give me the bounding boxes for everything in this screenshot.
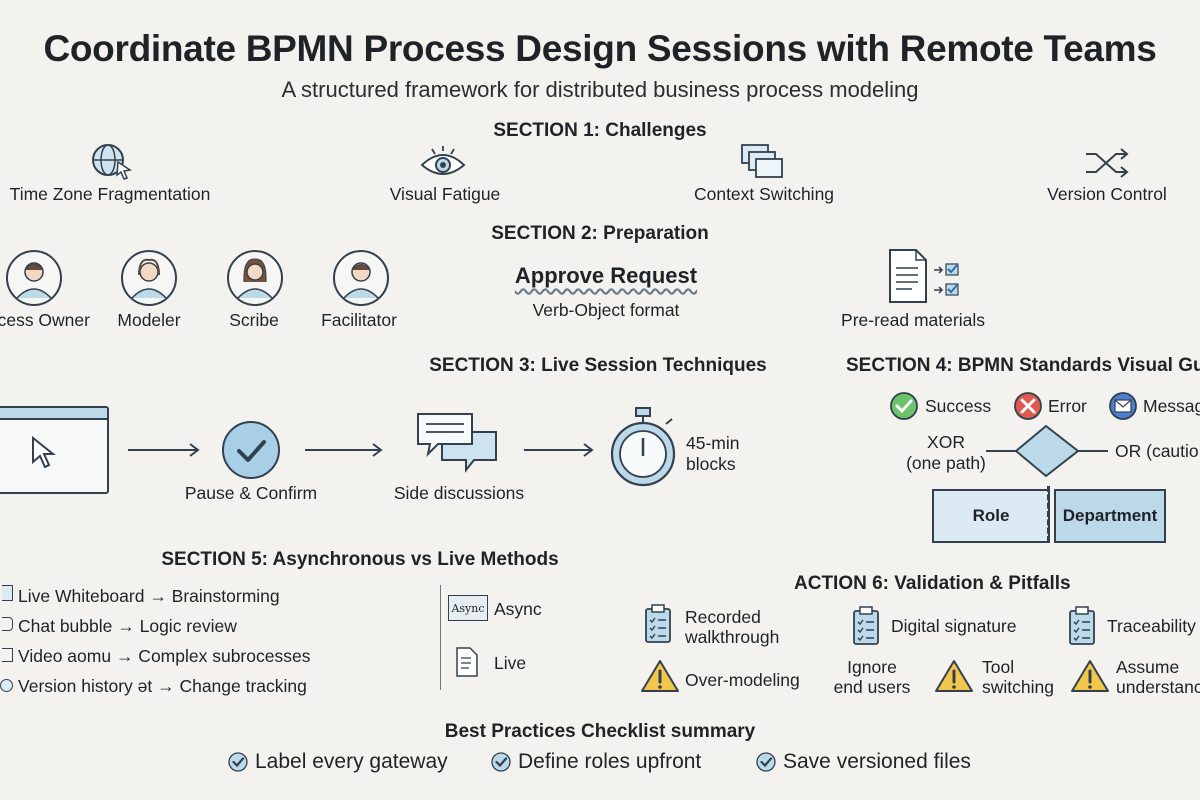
check-badge-icon bbox=[756, 752, 776, 772]
shared-screen-window bbox=[0, 406, 109, 494]
history-icon bbox=[0, 679, 13, 692]
clipboard-checklist-icon bbox=[1069, 606, 1095, 645]
lane-divider bbox=[1047, 486, 1050, 542]
clipboard-checklist-icon bbox=[645, 604, 671, 643]
pitfall-line: end users bbox=[833, 677, 911, 697]
role-label: Scribe bbox=[229, 310, 279, 330]
checklist-item: Save versioned files bbox=[783, 750, 971, 773]
section4-heading: SECTION 4: BPMN Standards Visual Gu bbox=[846, 355, 1200, 376]
role-label: rocess Owner bbox=[0, 310, 90, 330]
gateway-diamond-icon bbox=[986, 424, 1108, 478]
check-circle-icon bbox=[222, 421, 280, 479]
pitfall-line: Tool bbox=[982, 657, 1015, 677]
vertical-divider bbox=[440, 585, 441, 690]
arrow-right-icon bbox=[305, 443, 383, 457]
swimlane-role: Role bbox=[932, 489, 1050, 543]
message-event-icon bbox=[1109, 392, 1137, 420]
section2-heading: SECTION 2: Preparation bbox=[491, 223, 709, 244]
timer-label: 45-min blocks bbox=[686, 433, 740, 475]
role-label: Modeler bbox=[117, 310, 181, 330]
swimlane-role-label: Role bbox=[972, 506, 1010, 525]
page-subtitle: A structured framework for distributed b… bbox=[281, 77, 919, 102]
timer-label-line: blocks bbox=[686, 454, 736, 474]
method-item: Chat bubble → Logic review bbox=[18, 616, 237, 636]
validation-item: Digital signature bbox=[891, 616, 1017, 636]
challenge-label: Visual Fatigue bbox=[389, 184, 501, 204]
swimlane-department: Department bbox=[1054, 489, 1166, 543]
chat-icon bbox=[2, 617, 13, 631]
xor-gateway-label: XOR (one path) bbox=[906, 432, 986, 474]
async-icon: Async bbox=[448, 595, 488, 621]
naming-note: Verb-Object format bbox=[532, 300, 680, 320]
video-icon bbox=[2, 648, 13, 662]
technique-label: Side discussions bbox=[393, 483, 525, 503]
person-avatar-icon bbox=[227, 250, 283, 306]
naming-example: Approve Request bbox=[514, 263, 698, 288]
technique-label: Pause & Confirm bbox=[184, 483, 318, 503]
validation-item: Recorded walkthrough bbox=[685, 607, 779, 647]
warning-icon bbox=[935, 660, 973, 692]
person-avatar-icon bbox=[6, 250, 62, 306]
cursor-icon bbox=[32, 435, 56, 469]
check-badge-icon bbox=[491, 752, 511, 772]
person-avatar-icon bbox=[333, 250, 389, 306]
challenge-label: Context Switching bbox=[693, 184, 835, 204]
event-label: Error bbox=[1048, 396, 1087, 416]
pitfall-item: Over-modeling bbox=[685, 670, 800, 690]
globe-cursor-icon bbox=[92, 144, 132, 180]
pitfall-item: Ignore end users bbox=[834, 657, 911, 697]
pitfall-line: Assume bbox=[1116, 657, 1180, 677]
role-label: Facilitator bbox=[321, 310, 397, 330]
person-avatar-icon bbox=[121, 250, 177, 306]
tired-eye-icon bbox=[420, 146, 466, 175]
validation-line: walkthrough bbox=[685, 627, 780, 647]
event-label: Success bbox=[925, 396, 992, 416]
document-icon bbox=[456, 647, 478, 677]
pitfall-item: Tool switching bbox=[982, 657, 1054, 697]
section5-heading: SECTION 5: Asynchronous vs Live Methods bbox=[161, 549, 559, 570]
method-item: Live Whiteboard → Brainstorming bbox=[18, 586, 280, 606]
timer-label-line: 45-min bbox=[686, 433, 740, 453]
clipboard-checklist-icon bbox=[853, 606, 879, 645]
success-event-icon bbox=[890, 392, 918, 420]
section1-heading: SECTION 1: Challenges bbox=[493, 120, 707, 141]
challenge-label: Time Zone Fragmentation bbox=[9, 184, 211, 204]
section3-heading: SECTION 3: Live Session Techniques bbox=[429, 355, 767, 376]
warning-icon bbox=[1071, 660, 1109, 692]
pitfall-line: switching bbox=[982, 677, 1054, 697]
shuffle-arrows-icon bbox=[1086, 148, 1129, 178]
section6-heading: ACTION 6: Validation & Pitfalls bbox=[794, 573, 1071, 594]
or-gateway-label: OR (cautio bbox=[1115, 441, 1199, 461]
chat-bubbles-icon bbox=[417, 413, 497, 473]
warning-icon bbox=[641, 660, 679, 692]
live-label: Live bbox=[494, 653, 527, 673]
stacked-windows-icon bbox=[741, 144, 783, 178]
pitfall-item: Assume understanc bbox=[1116, 657, 1200, 697]
swimlane-department-label: Department bbox=[1062, 506, 1158, 525]
challenge-label: Version Control bbox=[1047, 184, 1167, 204]
event-label: Messag bbox=[1143, 396, 1200, 416]
preread-label: Pre-read materials bbox=[841, 310, 985, 330]
method-item: Version history ǝt → Change tracking bbox=[18, 676, 307, 696]
xor-label-line: XOR bbox=[927, 432, 965, 452]
validation-item: Traceability bbox=[1107, 616, 1196, 636]
document-checklist-icon bbox=[889, 249, 959, 303]
check-badge-icon bbox=[228, 752, 248, 772]
method-item: Video aomu → Complex subrocesses bbox=[18, 646, 311, 666]
checklist-heading: Best Practices Checklist summary bbox=[444, 721, 756, 742]
error-event-icon bbox=[1014, 392, 1042, 420]
page-title: Coordinate BPMN Process Design Sessions … bbox=[43, 28, 1157, 69]
validation-line: Recorded bbox=[685, 607, 761, 627]
pitfall-line: understanc bbox=[1116, 677, 1200, 697]
checklist-item: Label every gateway bbox=[255, 750, 448, 773]
checklist-item: Define roles upfront bbox=[518, 750, 702, 773]
stopwatch-icon bbox=[610, 407, 676, 487]
xor-label-line: (one path) bbox=[906, 453, 986, 473]
whiteboard-icon bbox=[2, 585, 13, 601]
arrow-right-icon bbox=[524, 443, 594, 457]
async-label: Async bbox=[494, 599, 542, 619]
pitfall-line: Ignore bbox=[847, 657, 897, 677]
arrow-right-icon bbox=[128, 443, 200, 457]
